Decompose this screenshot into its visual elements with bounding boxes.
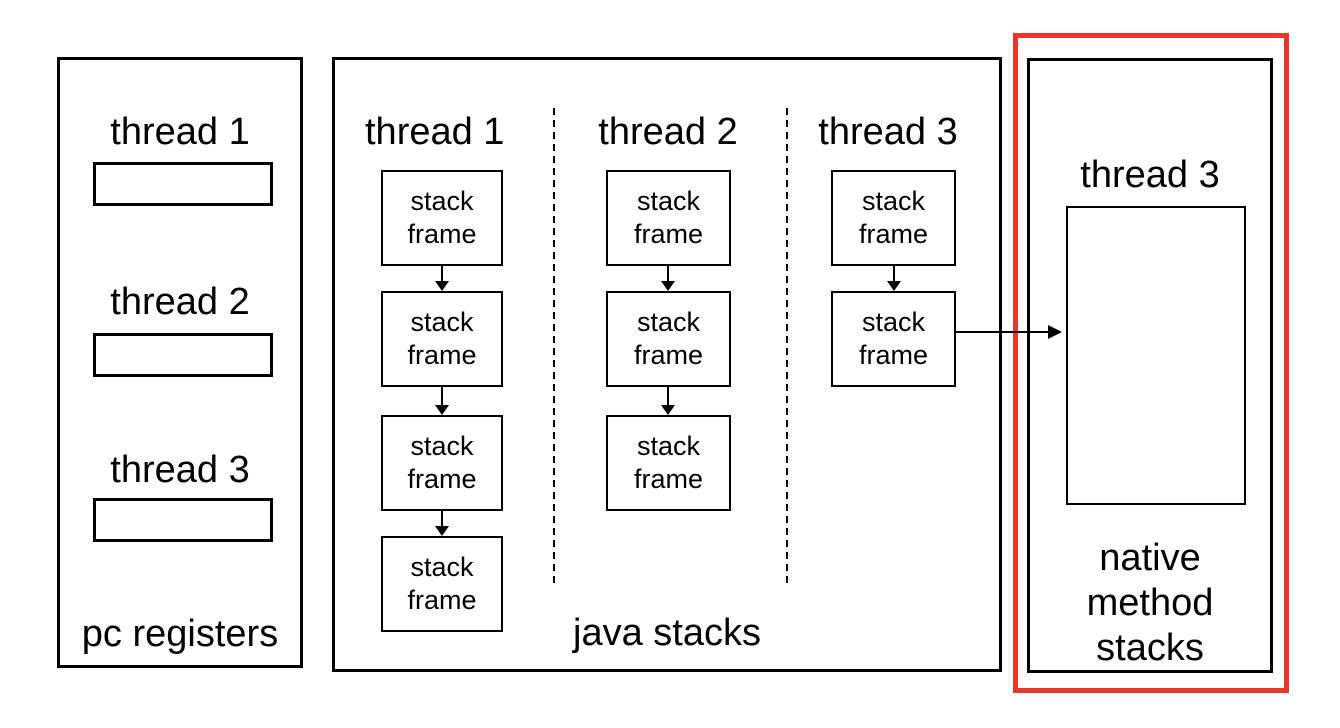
column-divider-dashed [786,108,788,583]
pc-register-box-thread-2 [93,333,273,377]
column-divider-dashed [553,108,555,583]
stacks-thread-1-label: thread 1 [365,111,505,153]
stacks-thread-2-label: thread 2 [598,111,738,153]
native-method-stacks-panel: thread 3 native method stacks [1027,58,1273,673]
stack-frame-box: stack frame [381,415,503,511]
arrow-right-connector [955,331,1048,333]
pc-registers-panel: thread 1 thread 2 thread 3 pc registers [57,57,303,668]
pc-registers-caption: pc registers [81,613,279,655]
stack-frame-box: stack frame [606,170,731,266]
pc-thread-2-label: thread 2 [110,281,250,323]
native-thread-3-label: thread 3 [1080,154,1220,196]
pc-register-box-thread-1 [93,162,273,206]
pc-register-box-thread-3 [93,498,273,542]
arrow-down-connector [435,387,449,415]
stack-frame-box: stack frame [606,415,731,511]
pc-thread-3-label: thread 3 [110,449,250,491]
stack-frame-box: stack frame [606,291,731,387]
stack-frame-box: stack frame [381,536,503,632]
arrow-right-head [1048,325,1062,339]
stack-frame-box: stack frame [831,170,956,266]
native-stack-box-thread-3 [1066,206,1246,505]
pc-thread-1-label: thread 1 [110,111,250,153]
arrow-down-connector [887,266,901,291]
stack-frame-box: stack frame [381,291,503,387]
native-method-stacks-caption: native method stacks [1086,537,1214,669]
stack-frame-box: stack frame [831,291,956,387]
stacks-thread-3-label: thread 3 [818,111,958,153]
arrow-down-connector [435,266,449,291]
arrow-down-connector [661,387,675,415]
arrow-down-connector [435,511,449,536]
java-stacks-caption: java stacks [573,612,761,654]
arrow-down-connector [661,266,675,291]
stack-frame-box: stack frame [381,170,503,266]
java-stacks-panel: thread 1 stack frame stack frame stack f… [332,57,1002,672]
